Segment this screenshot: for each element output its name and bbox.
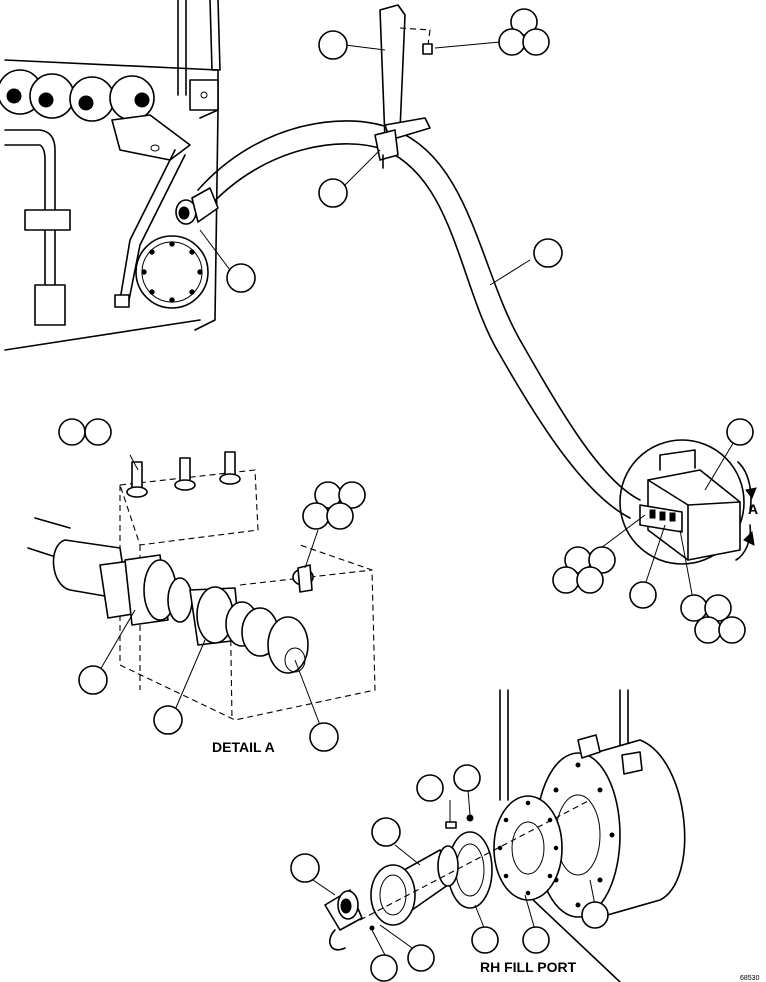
tank-frame-assembly (0, 0, 221, 351)
rh-fill-port-view (324, 689, 686, 982)
callout-bubble (522, 28, 550, 56)
callout-bubble (533, 238, 563, 268)
callout-bubble (588, 546, 616, 574)
hose-support-bracket (374, 4, 433, 169)
figure-id: 68530 (740, 975, 760, 982)
callout-bubble (290, 853, 320, 883)
callout-bubble (78, 665, 108, 695)
callout-bubble (726, 418, 754, 446)
callout-bubble (629, 581, 657, 609)
callout-bubble (552, 566, 580, 594)
callout-bubble (318, 178, 348, 208)
callout-bubble (326, 502, 354, 530)
callout-bubble (471, 926, 499, 954)
callout-bubble (576, 566, 604, 594)
callout-bubble (407, 944, 435, 972)
detail-a-label: DETAIL A (212, 739, 275, 755)
callout-bubble (510, 8, 538, 36)
callout-bubble (309, 722, 339, 752)
callout-bubble (694, 616, 722, 644)
detail-a-arrow-label: A (748, 501, 758, 517)
callout-bubble (318, 30, 348, 60)
callout-bubble (84, 418, 112, 446)
callout-bubble (302, 502, 330, 530)
pulley-row (0, 69, 155, 122)
callout-bubble (453, 764, 481, 792)
callout-bubble (338, 481, 366, 509)
rh-fill-port-label: RH FILL PORT (480, 959, 577, 975)
detail-a-view (27, 451, 376, 721)
callout-bubble (498, 28, 526, 56)
callout-bubble (371, 817, 401, 847)
callout-bubbles (58, 8, 754, 982)
detail-a-studs (126, 451, 241, 498)
fill-hose (175, 120, 641, 519)
callout-bubble (416, 774, 444, 802)
callout-bubble (718, 616, 746, 644)
callout-bubble (153, 705, 183, 735)
callout-bubble (522, 926, 550, 954)
callout-bubble (226, 263, 256, 293)
leader-lines (99, 41, 736, 956)
callout-bubble (58, 418, 86, 446)
callout-bubble (581, 901, 609, 929)
callout-bubble (370, 954, 398, 982)
tank-end-fitting: A (619, 439, 758, 565)
